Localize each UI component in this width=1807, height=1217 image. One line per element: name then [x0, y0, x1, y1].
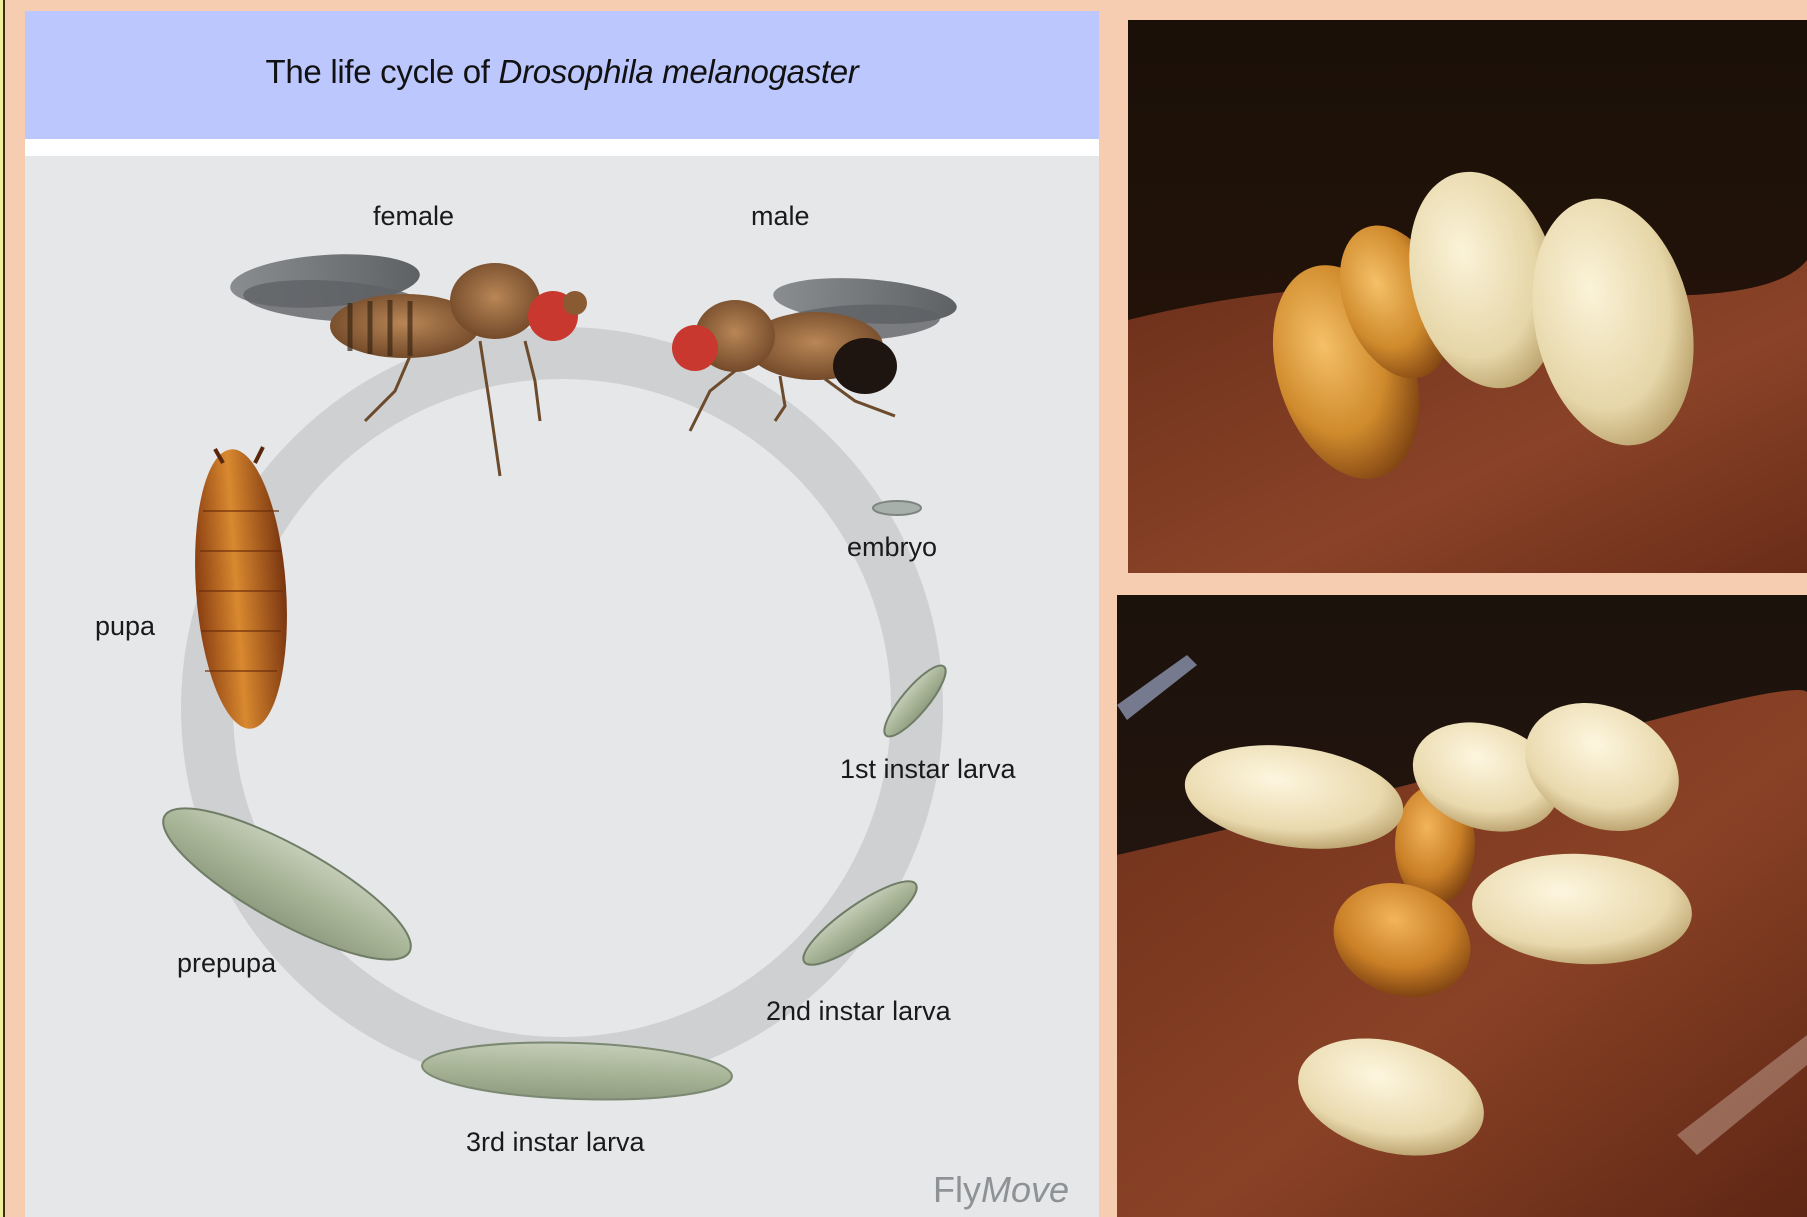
top-margin — [0, 0, 1807, 9]
label-pupa: pupa — [95, 611, 155, 642]
flymove-watermark: FlyMove — [933, 1169, 1069, 1211]
pupae-photo-bottom — [1117, 595, 1807, 1217]
label-embryo: embryo — [847, 532, 937, 563]
label-third-instar-larva: 3rd instar larva — [466, 1127, 645, 1158]
label-prepupa: prepupa — [177, 948, 276, 979]
pupae-photo-top — [1128, 20, 1807, 573]
label-first-instar-larva: 1st instar larva — [840, 754, 1016, 785]
cycle-illustration — [25, 11, 1099, 1217]
label-second-instar-larva: 2nd instar larva — [766, 996, 951, 1027]
left-edge-border — [0, 0, 5, 1217]
label-female: female — [373, 201, 454, 232]
embryo-illustration — [873, 501, 921, 515]
label-male: male — [751, 201, 810, 232]
life-cycle-diagram: The life cycle of Drosophila melanogaste… — [25, 11, 1099, 1217]
